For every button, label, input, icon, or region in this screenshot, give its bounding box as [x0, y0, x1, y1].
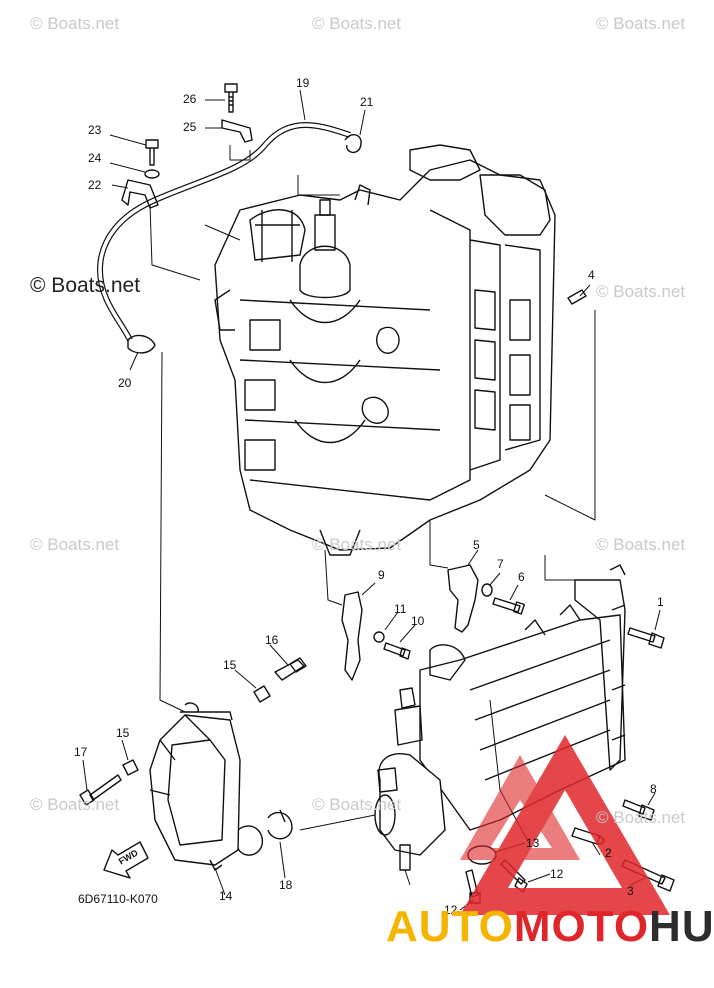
callout-3: 3	[627, 884, 634, 898]
logo-text: AUTOMOTOHUB	[386, 902, 714, 952]
throttle-body	[374, 687, 446, 871]
watermark: © Boats.net	[30, 535, 120, 554]
callout-1: 1	[657, 595, 664, 609]
logo-part-moto: MOTO	[513, 902, 650, 951]
callout-6: 6	[518, 570, 525, 584]
bolt-23	[145, 139, 159, 166]
callout-13: 13	[526, 836, 540, 850]
grommet-15-upper	[253, 685, 271, 703]
bolt-17	[79, 774, 122, 806]
washer-7	[481, 583, 493, 597]
callout-2: 2	[605, 846, 612, 860]
logo-part-auto: AUTO	[386, 902, 514, 951]
callout-15: 15	[223, 658, 237, 672]
bolt-10	[383, 642, 411, 660]
bracket-5	[447, 564, 479, 633]
logo-part-hub: HUB	[649, 902, 714, 951]
callout-12: 12	[550, 867, 564, 881]
callout-4: 4	[588, 268, 595, 282]
callout-15: 15	[116, 726, 130, 740]
callout-17: 17	[74, 745, 88, 759]
pin-4	[567, 289, 587, 305]
bolt-6	[492, 597, 526, 615]
bracket-9	[341, 591, 363, 681]
callout-14: 14	[219, 889, 233, 903]
watermark: © Boats.net	[596, 808, 686, 827]
watermark: © Boats.net	[596, 282, 686, 301]
bolt-1	[627, 627, 665, 649]
callout-7: 7	[497, 557, 504, 571]
clip-20	[127, 334, 156, 354]
diagram-code: 6D67110-K070	[78, 892, 158, 906]
callout-19: 19	[296, 76, 310, 90]
callout-16: 16	[265, 633, 279, 647]
callout-8: 8	[650, 782, 657, 796]
callout-20: 20	[118, 376, 132, 390]
callout-11: 11	[394, 602, 407, 616]
silencer-14	[149, 702, 264, 871]
washer-11	[373, 631, 385, 643]
bolt-26	[224, 83, 238, 113]
callout-9: 9	[378, 568, 385, 582]
callout-24: 24	[88, 151, 102, 165]
fitting-16	[274, 657, 307, 681]
hose-19	[97, 122, 351, 342]
callout-23: 23	[88, 123, 102, 137]
callout-12: 12	[444, 903, 458, 917]
callout-21: 21	[360, 95, 374, 109]
callout-10: 10	[411, 614, 425, 628]
watermark: © Boats.net	[30, 795, 120, 814]
callout-22: 22	[88, 178, 102, 192]
bolt-8	[622, 799, 655, 821]
clip-21	[344, 134, 362, 154]
callout-18: 18	[279, 878, 293, 892]
bracket-22	[121, 179, 159, 209]
grommet-15-lower	[122, 759, 139, 776]
fwd-arrow	[103, 841, 149, 879]
callout-5: 5	[473, 538, 480, 552]
logo-triangle	[460, 735, 670, 915]
watermark: © Boats.net	[596, 535, 686, 554]
watermark: © Boats.net	[312, 535, 402, 554]
clamp-18	[267, 809, 293, 840]
watermark: © Boats.net	[596, 14, 686, 33]
watermark-main: © Boats.net	[30, 274, 141, 297]
watermark: © Boats.net	[30, 14, 120, 33]
watermark: © Boats.net	[312, 14, 402, 33]
callout-26: 26	[183, 92, 197, 106]
engine-block	[214, 144, 556, 556]
bracket-25	[221, 119, 253, 143]
callout-25: 25	[183, 120, 197, 134]
washer-24	[144, 169, 160, 179]
watermark: © Boats.net	[312, 795, 402, 814]
